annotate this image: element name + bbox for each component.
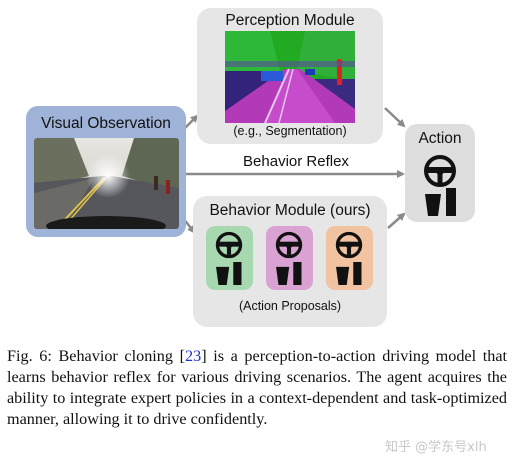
caption-body: ] is a perception-to-action driving mode… [7,347,508,428]
pedals-icon [276,262,302,285]
action-proposal-2 [266,226,313,290]
pedals-icon [216,262,242,285]
watermark: 知乎 @学东号xlh [385,440,487,455]
pedals-icon [336,262,362,285]
perception-module: Perception Module (e.g., Segmentation) [197,8,383,144]
behavior-module: Behavior Module (ours) [193,196,387,327]
visual-observation: Visual Observation [26,106,186,237]
behavior-module-title: Behavior Module (ours) [209,202,371,219]
steering-wheel-icon [275,231,303,259]
action-box: Action [405,124,475,222]
arrow-perception-to-action [384,107,406,128]
steering-wheel-icon [335,231,363,259]
perception-module-title: Perception Module [225,12,355,29]
perception-module-subtitle: (e.g., Segmentation) [233,124,347,138]
steering-wheel-icon [215,231,243,259]
arrow-behavior-to-action [387,212,406,229]
citation-link[interactable]: 23 [185,347,202,365]
action-proposal-3 [326,226,373,290]
behavior-module-subtitle: (Action Proposals) [238,299,342,313]
segmentation-image [225,31,355,123]
behavior-reflex-label: Behavior Reflex [243,153,349,170]
visual-observation-title: Visual Observation [41,115,171,132]
action-title: Action [418,130,462,147]
road-image [34,138,179,229]
figure-caption: Fig. 6: Behavior cloning [23] is a perce… [7,346,507,430]
caption-prefix: Fig. 6: Behavior cloning [ [7,347,185,365]
pedals-icon [425,188,456,216]
steering-wheel-icon [424,155,456,187]
action-proposal-1 [206,226,253,290]
